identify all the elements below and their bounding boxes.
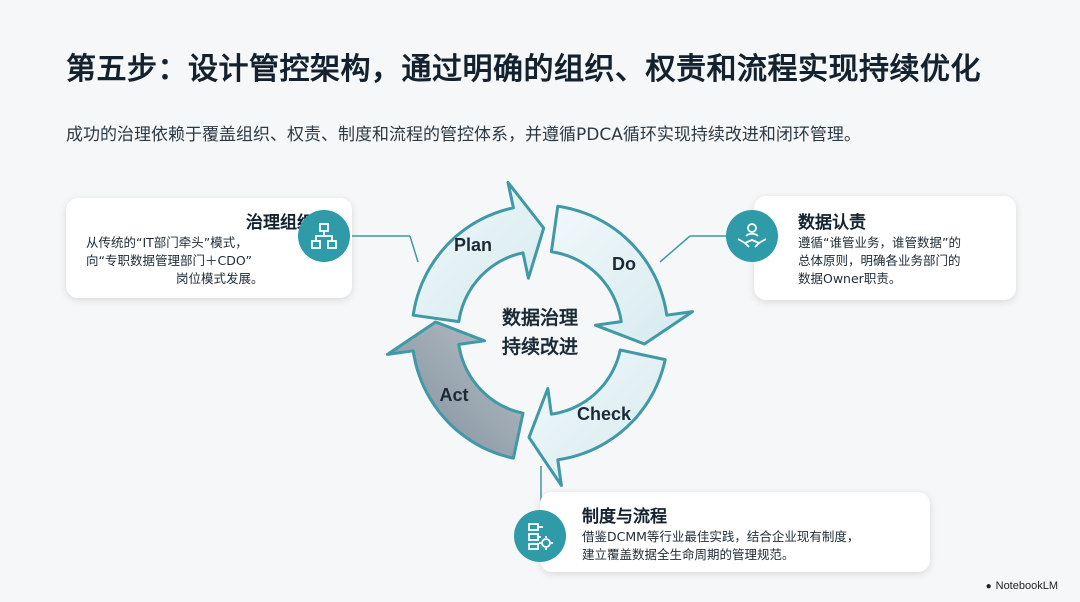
do-label: Do bbox=[612, 254, 636, 274]
page-title: 第五步：设计管控架构，通过明确的组织、权责和流程实现持续优化 bbox=[66, 52, 981, 87]
check-label: Check bbox=[577, 404, 632, 424]
resp-card-line: 遵循“谁管业务，谁管数据”的 bbox=[798, 235, 961, 250]
process-gear-icon bbox=[514, 510, 566, 562]
org-card-line: 向“专职数据管理部门＋CDO” bbox=[86, 253, 252, 268]
org-card-line: 岗位模式发展。 bbox=[176, 271, 264, 286]
resp-card-title: 数据认责 bbox=[798, 213, 866, 233]
process-card: 制度与流程 借鉴DCMM等行业最佳实践，结合企业现有制度， 建立覆盖数据全生命周… bbox=[540, 492, 930, 572]
resp-card: 数据认责 遵循“谁管业务，谁管数据”的 总体原则，明确各业务部门的 数据Owne… bbox=[754, 196, 1016, 300]
plan-label: Plan bbox=[454, 235, 492, 255]
org-chart-icon bbox=[298, 210, 350, 262]
org-connector-line-2 bbox=[409, 235, 419, 263]
cycle-center-line1: 数据治理 bbox=[502, 306, 578, 329]
process-card-title: 制度与流程 bbox=[582, 507, 667, 527]
notebooklm-logo-icon: ● bbox=[985, 580, 992, 592]
resp-connector-line-2 bbox=[659, 235, 691, 263]
page-subtitle: 成功的治理依赖于覆盖组织、权责、制度和流程的管控体系，并遵循PDCA循环实现持续… bbox=[66, 125, 861, 145]
org-card-title: 治理组织 bbox=[246, 213, 314, 233]
cycle-center-line2: 持续改进 bbox=[502, 335, 578, 358]
check-arrow bbox=[527, 348, 667, 487]
act-arrow bbox=[386, 320, 525, 460]
brand-watermark: ● NotebookLM bbox=[986, 580, 1058, 592]
do-arrow bbox=[549, 204, 694, 346]
resp-card-line: 数据Owner职责。 bbox=[798, 271, 902, 286]
act-label: Act bbox=[439, 385, 468, 405]
process-card-line: 借鉴DCMM等行业最佳实践，结合企业现有制度， bbox=[582, 529, 860, 544]
brand-text: NotebookLM bbox=[995, 580, 1058, 592]
process-card-line: 建立覆盖数据全生命周期的管理规范。 bbox=[582, 547, 795, 562]
handshake-icon bbox=[726, 210, 778, 262]
org-card-line: 从传统的“IT部门牵头”模式， bbox=[86, 235, 248, 250]
plan-arrow bbox=[411, 180, 546, 324]
resp-card-line: 总体原则，明确各业务部门的 bbox=[798, 253, 961, 268]
